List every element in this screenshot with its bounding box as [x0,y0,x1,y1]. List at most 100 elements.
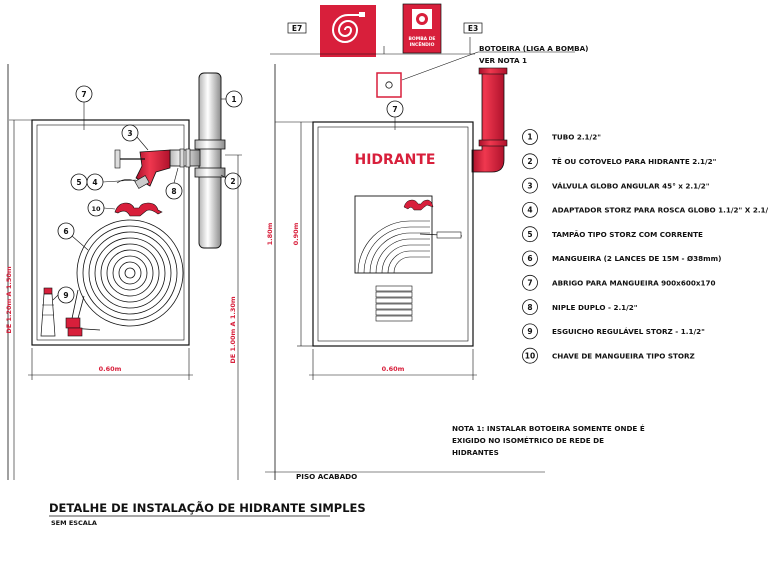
left-elevation-view: 7 1 3 2 5 4 8 10 [5,64,243,480]
legend-item: 1 TUBO 2.1/2" [522,129,601,145]
callout-1: 1 [231,95,236,104]
note-line-2: EXIGIDO NO ISOMÉTRICO DE REDE DE [452,436,604,445]
legend-text: NIPLE DUPLO - 2.1/2" [552,303,638,312]
height-label-right-outer: 1.80m [266,222,274,245]
hose-coupling-left [65,317,81,329]
hose-key-right [403,199,434,211]
height-dimensions-right: 1.80m 0.90m [266,121,313,347]
callout-2: 2 [230,177,235,186]
legend-text: TUBO 2.1/2" [552,133,601,142]
callout-5: 5 [76,178,81,187]
botoeira-note-ref: VER NOTA 1 [479,56,527,65]
adjustable-nozzle [40,287,56,337]
callout-6: 6 [63,227,68,236]
cabinet-outer-left [31,119,190,346]
legend-list: 1 TUBO 2.1/2" 2 TÊ OU COTOVELO PARA HIDRANT… [522,129,768,364]
ventilation-grille [375,285,413,322]
height-dimensions-left: DE 1.20m A 1.50m DE 1.00m A 1.30m [5,119,242,480]
note-block: NOTA 1: INSTALAR BOTOEIRA SOMENTE ONDE É… [452,424,645,457]
cabinet-inner-right [317,126,469,342]
legend-number-circle [522,226,538,243]
hydrant-label: HIDRANTE [355,152,436,168]
callout-4: 4 [92,178,97,187]
sign-e3-caption-2: INCÊNDIO [410,40,435,48]
valve-handwheel [114,149,121,169]
alarm-push-button: BOTOEIRA (LIGA A BOMBA) VER NOTA 1 [376,44,588,98]
right-elevation-view: PISO ACABADO E7 BOMBA DE INCÊNDIO E3 [265,3,588,481]
legend-item: 3 VÁLVULA GLOBO ANGULAR 45° x 2.1/2" [522,177,710,194]
legend-number-circle [522,323,538,340]
legend-number: 1 [527,133,532,142]
legend-text: VÁLVULA GLOBO ANGULAR 45° x 2.1/2" [552,181,710,190]
callout-9: 9 [63,291,68,300]
legend-number-circle [522,177,538,194]
legend-number: 5 [527,230,532,239]
callouts-left: 7 1 3 2 5 4 8 10 [52,85,243,304]
legend-item: 10 CHAVE DE MANGUEIRA TIPO STORZ [522,347,695,364]
cabinet-outer-right [312,121,474,347]
hose-coupling-left-2 [67,327,83,337]
legend-number: 4 [527,206,532,215]
glass-panel [354,195,463,274]
coiled-hose [69,219,184,331]
drawing-subtitle: SEM ESCALA [51,519,97,527]
callout-7-right: 7 [392,105,397,114]
sign-e3-code: E3 [468,24,478,33]
sign-e7-code: E7 [292,24,302,33]
legend-number: 2 [527,157,532,166]
legend-item: 5 TAMPÃO TIPO STORZ COM CORRENTE [522,226,703,243]
width-dimension-right: 0.60m [309,349,477,380]
floor-label: PISO ACABADO [296,472,357,481]
legend-text: ESGUICHO REGULÁVEL STORZ - 1.1/2" [552,327,705,336]
drawing-title: DETALHE DE INSTALAÇÃO DE HIDRANTE SIMPLE… [49,500,366,515]
legend-number-circle [522,347,538,364]
sign-e3: BOMBA DE INCÊNDIO E3 [402,3,483,54]
angle-globe-valve [114,149,171,189]
sign-e7: E7 [287,5,376,57]
legend-item: 8 NIPLE DUPLO - 2.1/2" [522,299,638,316]
note-line-1: NOTA 1: INSTALAR BOTOEIRA SOMENTE ONDE É [452,424,645,433]
legend-item: 2 TÊ OU COTOVELO PARA HIDRANTE 2.1/2" [522,153,717,170]
legend-text: ADAPTADOR STORZ PARA ROSCA GLOBO 1.1/2" … [552,206,768,215]
hose-key-left [114,202,163,217]
note-line-3: HIDRANTES [452,448,499,457]
supply-pipe [169,72,226,249]
width-label-right: 0.60m [382,365,405,373]
storz-adapter [134,175,150,189]
legend-number: 8 [527,303,532,312]
legend-number-circle [522,274,538,291]
legend-number: 9 [527,327,532,336]
legend-text: TÊ OU COTOVELO PARA HIDRANTE 2.1/2" [552,157,717,166]
sign-e3-caption-1: BOMBA DE [408,36,435,42]
width-dimension-left: 0.60m [28,348,193,380]
callout-7: 7 [81,90,86,99]
callout-10: 10 [91,205,101,213]
callout-3: 3 [127,129,132,138]
legend-number: 6 [527,254,532,263]
callout-8: 8 [171,187,176,196]
legend-number-circle [522,299,538,316]
legend-item: 6 MANGUEIRA (2 LANCES DE 15M - Ø38mm) [522,250,721,267]
height-label-left-outer: DE 1.20m A 1.50m [5,266,13,334]
legend-text: MANGUEIRA (2 LANCES DE 15M - Ø38mm) [552,254,721,263]
hose-nozzle-inside [436,231,462,239]
height-label-right-inner: 0.90m [292,222,300,245]
red-riser-pipe [471,67,508,173]
legend-number: 7 [527,279,532,288]
legend-number-circle [522,201,538,218]
cabinet-inner-left [36,124,185,341]
legend-number: 3 [527,181,532,190]
legend-number-circle [522,153,538,170]
fire-hose-icon [320,5,376,57]
legend-text: TAMPÃO TIPO STORZ COM CORRENTE [552,230,703,239]
legend-text: ABRIGO PARA MANGUEIRA 900x600x170 [552,279,715,288]
height-label-left-inner: DE 1.00m A 1.30m [229,296,237,364]
legend-number-circle [522,250,538,267]
legend-number: 10 [525,351,535,360]
width-label-left: 0.60m [99,365,122,373]
legend-item: 7 ABRIGO PARA MANGUEIRA 900x600x170 [522,274,715,291]
legend-text: CHAVE DE MANGUEIRA TIPO STORZ [552,351,695,360]
legend-item: 4 ADAPTADOR STORZ PARA ROSCA GLOBO 1.1/2"… [522,201,768,218]
legend-item: 9 ESGUICHO REGULÁVEL STORZ - 1.1/2" [522,323,705,340]
